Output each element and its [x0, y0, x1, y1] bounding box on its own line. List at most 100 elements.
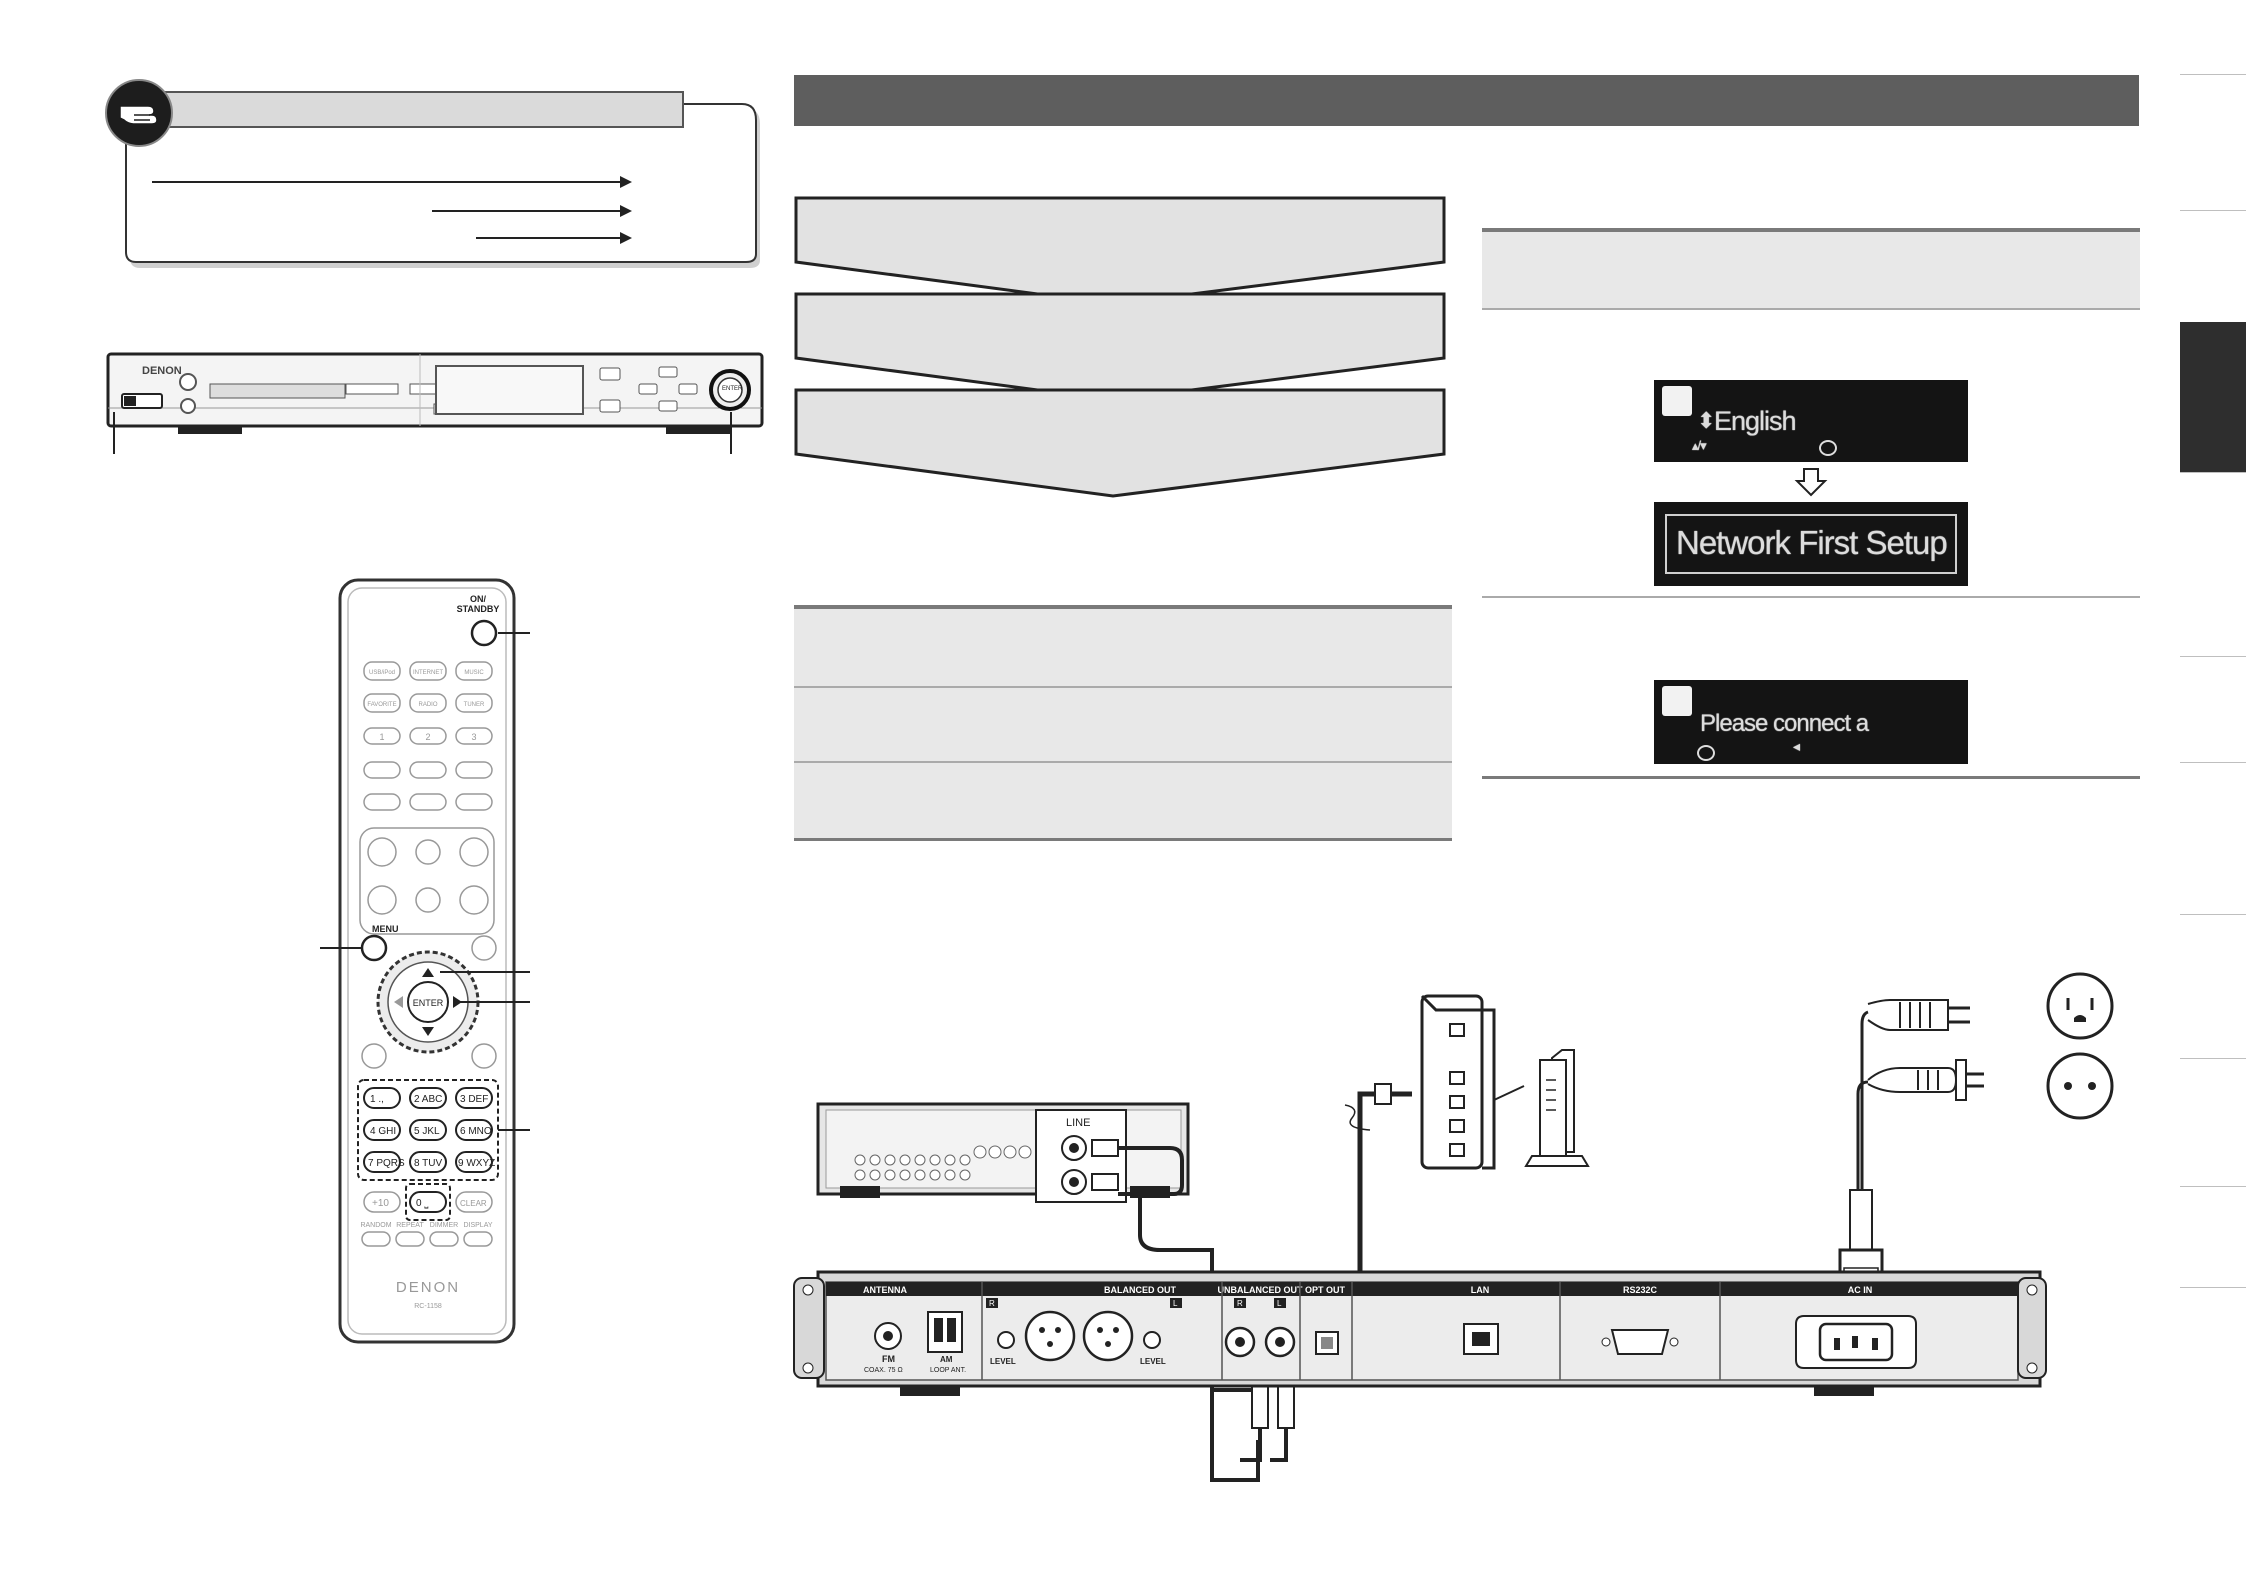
lcd-enter-hint-icon: [1819, 440, 1837, 456]
pointing-hand-icon: [105, 79, 173, 147]
remote-right-arrow: [453, 996, 462, 1008]
remote-source-buttons: [363, 661, 493, 713]
svg-text:1: 1: [379, 732, 384, 742]
note-box: [125, 103, 760, 268]
side-tab-2[interactable]: [2180, 210, 2246, 323]
step-row-1: [1482, 232, 2140, 310]
router: [1420, 994, 1590, 1170]
remote-on-standby-label: ON/: [470, 594, 487, 604]
svg-text:RADIO: RADIO: [418, 702, 437, 708]
lcd-network-screen: Network First Setup: [1654, 502, 1968, 586]
svg-text:L: L: [1173, 1299, 1178, 1308]
amp-line-label: LINE: [1066, 1117, 1090, 1129]
player-rear-panel: ANTENNA BALANCED OUT UNBALANCED OUT OPT …: [793, 1270, 2047, 1396]
svg-text:L: L: [1277, 1299, 1282, 1308]
svg-text:CLEAR: CLEAR: [460, 1199, 487, 1208]
svg-text:R: R: [989, 1299, 995, 1308]
table-row-1: [794, 609, 1452, 688]
remote-zero-button[interactable]: [409, 1191, 447, 1213]
remote-number-pad-outline: [357, 1079, 499, 1181]
svg-text:MUSIC: MUSIC: [464, 670, 484, 676]
rear-lan-label: LAN: [1471, 1285, 1490, 1295]
svg-text:DIMMER: DIMMER: [430, 1222, 458, 1229]
rear-level-right: LEVEL: [1140, 1357, 1166, 1366]
svg-text:STANDBY: STANDBY: [457, 604, 500, 614]
remote-model: RC-1158: [414, 1303, 442, 1310]
connect-message: Please connect a: [1700, 710, 1869, 737]
language-value: English: [1714, 406, 1797, 436]
side-tab-4[interactable]: [2180, 472, 2246, 657]
rear-opt-label: OPT OUT: [1305, 1285, 1346, 1295]
table-rule-top: [794, 605, 1452, 609]
side-tab-active[interactable]: [2180, 322, 2246, 472]
rear-level-left: LEVEL: [990, 1357, 1016, 1366]
remote-enter-label: ENTER: [413, 998, 444, 1008]
svg-text:4 GHI: 4 GHI: [370, 1126, 396, 1137]
svg-text:INTERNET: INTERNET: [413, 670, 443, 676]
section-header-bar: [794, 75, 2139, 126]
side-tab-6[interactable]: [2180, 762, 2246, 915]
front-panel: DENON ENTER: [106, 352, 764, 454]
svg-text:7 PQRS: 7 PQRS: [368, 1158, 405, 1169]
eu-outlet-icon: [2046, 1052, 2114, 1120]
remote-down-arrow: [422, 1027, 434, 1036]
side-tab-9[interactable]: [2180, 1186, 2246, 1288]
remote-enter-button[interactable]: [407, 981, 449, 1023]
svg-text:6 MNO: 6 MNO: [460, 1126, 492, 1137]
lcd-language-screen: ⬍ English ▴/▾: [1654, 380, 1968, 462]
side-tab-1[interactable]: [2180, 74, 2246, 211]
flow-steps: [794, 196, 1446, 498]
table-row-3: [794, 763, 1452, 841]
remote-brand: DENON: [396, 1279, 460, 1296]
remote-up-arrow: [422, 968, 434, 977]
svg-text:3: 3: [471, 732, 476, 742]
flow-step-3: [794, 388, 1446, 498]
flow-step-2: [794, 292, 1446, 402]
svg-text:0 ⎵: 0 ⎵: [416, 1198, 428, 1209]
connection-diagram: LINE: [793, 972, 2114, 1482]
amplifier: LINE: [816, 1102, 1190, 1203]
side-tab-5[interactable]: [2180, 656, 2246, 763]
side-tab-8[interactable]: [2180, 1058, 2246, 1187]
rear-balanced-label: BALANCED OUT: [1104, 1285, 1176, 1295]
svg-text:USB/iPod: USB/iPod: [369, 670, 395, 676]
svg-text:2 ABC: 2 ABC: [414, 1094, 442, 1105]
rear-unbalanced-label: UNBALANCED OUT: [1218, 1285, 1303, 1295]
power-plugs: [1838, 972, 2114, 1312]
rear-rs232c-label: RS232C: [1623, 1285, 1658, 1295]
svg-text:9 WXYZ: 9 WXYZ: [458, 1158, 495, 1169]
svg-text:RANDOM: RANDOM: [360, 1222, 391, 1229]
front-panel-brand: DENON: [142, 365, 182, 377]
svg-text:1 .,: 1 .,: [370, 1094, 384, 1105]
remote-menu-button[interactable]: [360, 934, 388, 962]
rear-am-label: AM: [940, 1355, 953, 1364]
svg-text:3 DEF: 3 DEF: [460, 1094, 488, 1105]
svg-text:R: R: [1237, 1299, 1243, 1308]
us-outlet-icon: [2046, 972, 2114, 1040]
lcd-left-hint-icon: ◂: [1793, 738, 1800, 754]
svg-text:8 TUV: 8 TUV: [414, 1158, 442, 1169]
note-title-bar: [160, 91, 684, 128]
rear-fm-label: FM: [882, 1354, 895, 1364]
table-row-2: [794, 688, 1452, 763]
rear-antenna-label: ANTENNA: [863, 1285, 907, 1295]
lcd-updown-icon: ⬍: [1697, 408, 1715, 433]
remote-zero-outline: [405, 1183, 451, 1221]
side-tab-7[interactable]: [2180, 914, 2246, 1059]
down-arrow-icon: [1794, 468, 1828, 497]
svg-text:5 JKL: 5 JKL: [414, 1126, 440, 1137]
lcd-enter-hint-icon-2: [1697, 745, 1715, 761]
remote-power-button[interactable]: [470, 619, 498, 647]
network-first-setup-title: Network First Setup: [1676, 524, 1948, 561]
settings-gear-icon: [1662, 386, 1692, 416]
steps-rule-top: [1482, 228, 2140, 232]
rear-acin-label: AC IN: [1848, 1285, 1873, 1295]
remote-menu-label: MENU: [372, 924, 399, 934]
settings-gear-icon-2: [1662, 686, 1692, 716]
lcd-updown-hint-icon: ▴/▾: [1692, 438, 1707, 453]
flow-step-1: [794, 196, 1446, 306]
front-enter-label: ENTER: [722, 386, 743, 392]
svg-text:2: 2: [425, 732, 430, 742]
svg-text:DISPLAY: DISPLAY: [463, 1222, 492, 1229]
